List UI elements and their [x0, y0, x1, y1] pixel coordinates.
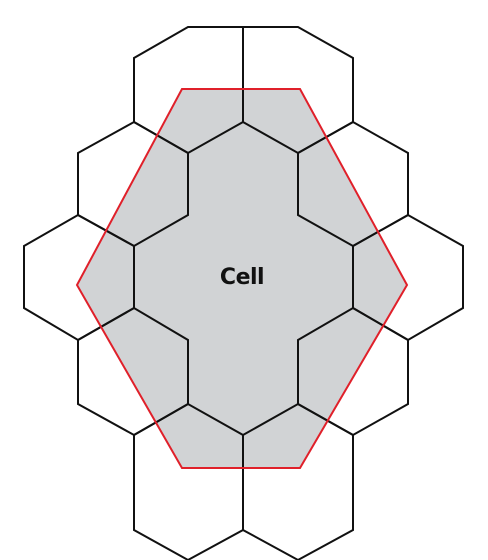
surrounding-hex-cells — [23, 26, 464, 560]
hex-cell-bottom-right — [242, 402, 354, 560]
cell-boundary-outline — [75, 88, 409, 469]
shaded-cell-region — [77, 89, 407, 468]
cell-label: Cell — [220, 265, 264, 290]
